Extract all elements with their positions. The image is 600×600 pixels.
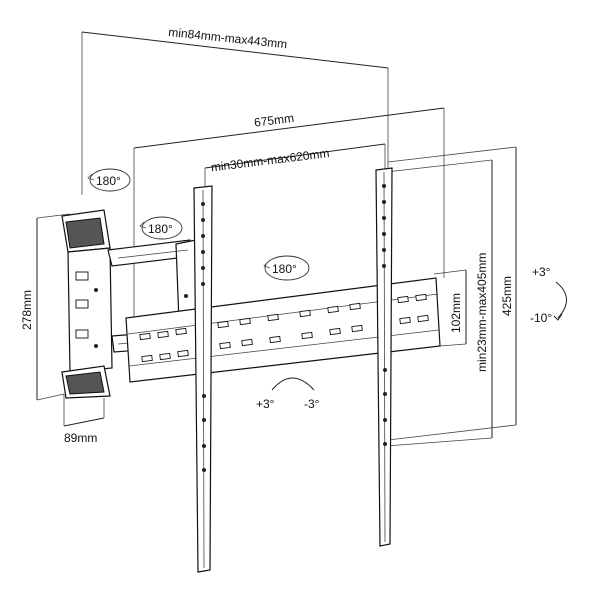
- dimension-lines: [36, 31, 517, 447]
- overall-height-label: 425mm: [500, 276, 514, 316]
- horizontal-tilt-down-label: -3°: [304, 397, 320, 411]
- rail-slots: [139, 293, 429, 363]
- horizontal-tilt-arc: [271, 377, 315, 391]
- overall-width-label: 675mm: [253, 111, 294, 130]
- horizontal-rail: [125, 277, 441, 383]
- arm-extension-label: min84mm-max443mm: [168, 25, 288, 51]
- vertical-tilt-up-label: +3°: [532, 265, 551, 279]
- swivel-arm-ellipse: [141, 216, 183, 240]
- tilt-arcs: [271, 281, 567, 391]
- swivel-arm-label: 180°: [148, 222, 173, 236]
- wall-plate-height-label: 278mm: [20, 290, 34, 330]
- vertical-tilt-arc: [555, 281, 567, 319]
- swivel-plate-label: 180°: [272, 262, 297, 276]
- vertical-tilt-down-label: -10°: [530, 311, 552, 325]
- arrow-icon: [553, 313, 563, 321]
- vesa-vertical-label: min23mm-max405mm: [475, 253, 489, 372]
- wall-plate: [61, 209, 113, 399]
- vertical-arm-left: [193, 185, 213, 573]
- swivel-wall-ellipse: [89, 168, 131, 192]
- vesa-horizontal-label: min30mm-max620mm: [210, 146, 330, 174]
- wall-plate-width-label: 89mm: [64, 431, 97, 445]
- swivel-wall-label: 180°: [96, 174, 121, 188]
- swivel-plate-ellipse: [264, 255, 310, 281]
- arrow-icon: [139, 221, 147, 229]
- arrow-icon: [263, 261, 271, 269]
- horizontal-tilt-up-label: +3°: [256, 397, 275, 411]
- vertical-arm-right: [375, 167, 393, 547]
- rail-height-label: 102mm: [449, 293, 463, 333]
- rotation-indicators: [87, 168, 310, 281]
- arrow-icon: [87, 173, 95, 181]
